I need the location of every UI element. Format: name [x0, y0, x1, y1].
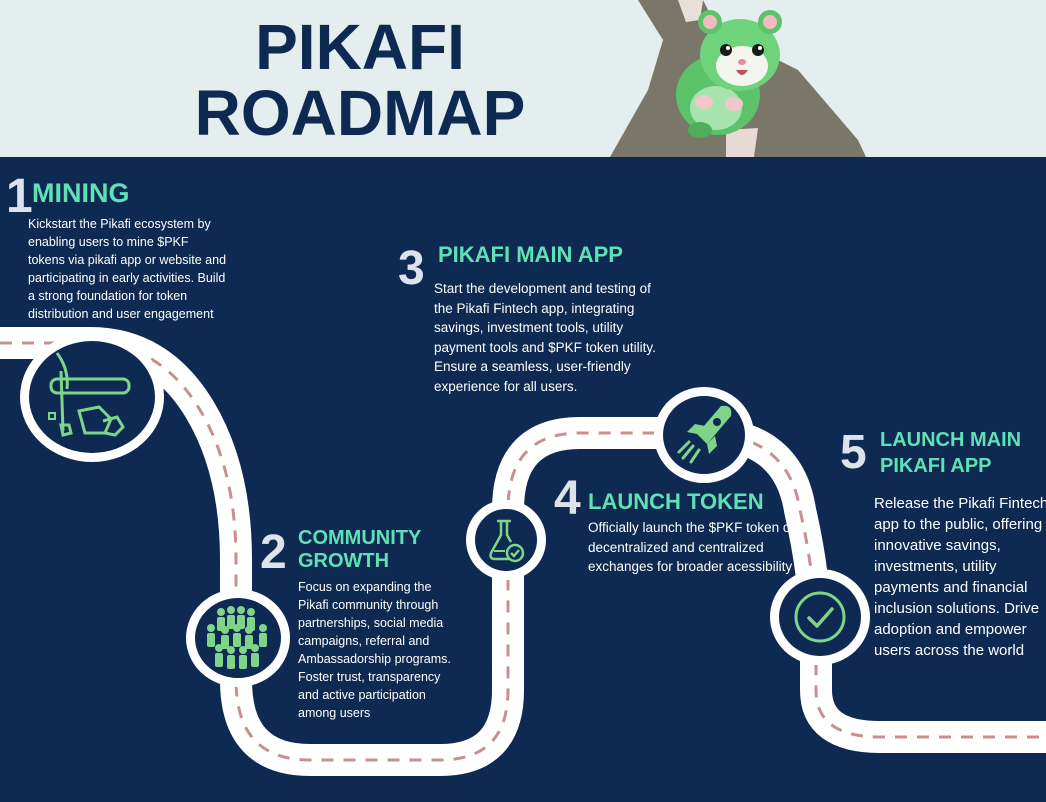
stage-5-title-line-1: LAUNCH MAIN — [880, 429, 1022, 451]
hamster-mascot-illustration — [610, 0, 866, 157]
stage-3-description: Start the development and testing of the… — [434, 281, 656, 394]
stage-2-title-line-1: COMMUNITY — [298, 527, 422, 549]
pickaxe-icon — [48, 352, 131, 437]
flask-check-icon — [489, 519, 525, 563]
header-banner: PIKAFI ROADMAP — [0, 0, 1046, 157]
stage-5-description: Release the Pikafi Fintech app to the pu… — [874, 495, 1046, 659]
stage-4-number: 4 — [554, 472, 581, 525]
title-line-1: PIKAFI — [255, 11, 465, 83]
page-title: PIKAFI ROADMAP — [160, 14, 560, 146]
stage-4-description: Officially launch the $PKF token on dece… — [588, 520, 798, 574]
stage-4-icon-circle — [654, 387, 754, 483]
stage-3-icon-circle — [466, 500, 546, 580]
stage-1-number: 1 — [6, 170, 33, 223]
roadmap-section: 1 MINING Kickstart the Pikafi ecosystem … — [0, 157, 1046, 802]
stage-1-description: Kickstart the Pikafi ecosystem by enabli… — [28, 217, 227, 321]
check-circle-icon — [794, 591, 846, 643]
community-icon — [207, 606, 267, 669]
stage-2-number: 2 — [260, 526, 287, 579]
stage-5-title-line-2: PIKAFI APP — [880, 455, 992, 477]
stage-4-title: LAUNCH TOKEN — [588, 489, 764, 514]
stage-2-description: Focus on expanding the Pikafi community … — [298, 580, 451, 720]
stage-3-title: PIKAFI MAIN APP — [438, 242, 623, 267]
stage-3-number: 3 — [398, 242, 425, 295]
stage-2-icon-circle — [186, 589, 290, 687]
stage-2-title-line-2: GROWTH — [298, 550, 390, 572]
rocket-icon — [677, 405, 732, 464]
stage-1-title: MINING — [32, 178, 130, 208]
stage-5-number: 5 — [840, 426, 867, 479]
title-line-2: ROADMAP — [194, 77, 526, 149]
stage-5-icon-circle — [770, 569, 870, 665]
stage-1-icon-circle — [20, 332, 164, 462]
